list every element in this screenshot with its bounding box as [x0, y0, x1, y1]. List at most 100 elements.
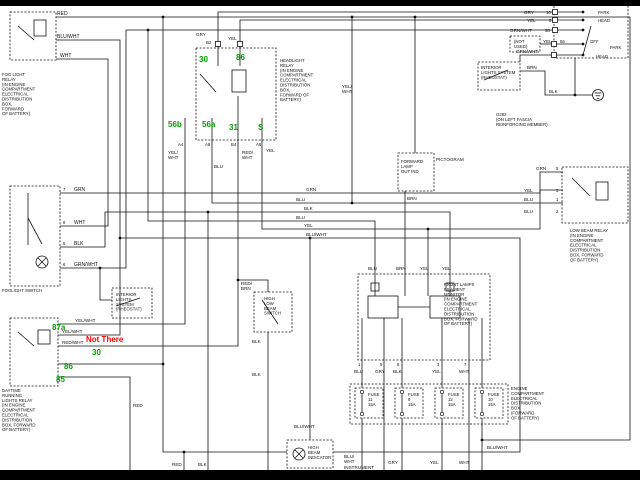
- wire-red-brn: [238, 279, 269, 292]
- wire-label: WHT: [459, 369, 470, 374]
- fuse-box-2: [394, 387, 424, 419]
- high-low-beam-switch-box: [253, 291, 293, 333]
- wire-label: RED: [57, 11, 68, 17]
- junction-dot: [581, 53, 585, 57]
- wire-label: GRN: [536, 166, 546, 171]
- fuse-terminal: [399, 389, 405, 395]
- relay-contact: [17, 331, 35, 347]
- wire-label: GRN: [306, 187, 316, 192]
- wire-label: YEL: [430, 460, 439, 465]
- wire-label: 8: [397, 362, 400, 367]
- headlight-relay-box: [195, 47, 277, 141]
- junction-dot: [426, 227, 430, 231]
- wire-label: WHT: [74, 220, 85, 226]
- ground-icon: [592, 89, 604, 101]
- wire-label: 3: [437, 362, 440, 367]
- annotation-30-b: 30: [92, 348, 101, 357]
- wire-label: YEL: [304, 223, 313, 228]
- relay-coil: [231, 69, 247, 93]
- wire-label: BLK: [549, 89, 559, 94]
- relay-contact: [199, 73, 217, 93]
- relay-coil: [33, 19, 47, 37]
- junction-dot: [413, 15, 417, 19]
- fuse-terminal: [479, 389, 485, 395]
- annotation-31: 31: [229, 123, 238, 132]
- wire-label: PARK: [598, 10, 610, 15]
- relay-contact: [17, 25, 35, 41]
- wire-label: GRY: [375, 369, 385, 374]
- wire-label: 1: [556, 197, 559, 202]
- wire-label: YEL/WHT: [75, 318, 96, 323]
- rheostat-arrow: [483, 69, 509, 81]
- wire-label: YEL/WHT: [62, 329, 83, 334]
- relay-coil: [367, 295, 399, 319]
- fuse-terminal: [359, 389, 365, 395]
- wire-blu-wht-bus: [120, 237, 521, 453]
- wire-yel-wht: [58, 140, 186, 325]
- wire-label: A6: [256, 142, 262, 147]
- wire-label: 5: [556, 166, 559, 171]
- relay-coil: [595, 181, 609, 201]
- annotation-87a: 87a: [52, 323, 66, 332]
- junction-dot: [206, 210, 210, 214]
- junction-dot: [98, 266, 102, 270]
- wire-rheostat-left: [99, 268, 112, 301]
- annotation-30: 30: [199, 55, 208, 64]
- wire-label: A4: [178, 142, 184, 147]
- rheostat-arrow: [115, 297, 141, 307]
- wire-label: BLK: [393, 369, 403, 374]
- wire-label: 5: [380, 362, 383, 367]
- interior-lights-rheostat-right-box: [477, 61, 521, 91]
- terminal-node: [552, 27, 558, 33]
- wire-label: YEL/WHT: [342, 84, 353, 94]
- wire-label: A8: [205, 142, 211, 147]
- engine-compartment-distribution-box: [349, 383, 509, 425]
- wire-label: BLK: [252, 339, 262, 344]
- wire-label: BLU/WHT: [306, 232, 327, 237]
- wire-label: BLU: [368, 266, 377, 271]
- junction-dot: [350, 201, 354, 205]
- wire-blu-2: [147, 30, 376, 296]
- switch-contact: [261, 299, 279, 325]
- fog-light-switch-box: [9, 185, 61, 287]
- wire-label: YEL: [527, 18, 536, 23]
- terminal-node: [551, 52, 557, 58]
- wire-label: RED/WHT: [62, 340, 84, 345]
- wire-label: GRN/WHT: [74, 262, 98, 268]
- wire-ground: [520, 70, 592, 96]
- annotation-S: S: [258, 123, 264, 132]
- wire-label: BLU: [524, 197, 533, 202]
- wire-label: GRY: [524, 10, 534, 15]
- annotation-85: 85: [56, 375, 65, 384]
- wire-label: PARK: [610, 45, 622, 50]
- wire-label: YEL: [432, 369, 441, 374]
- wire-label: BLU/WHT: [344, 454, 355, 464]
- lamp-icon: [35, 255, 49, 269]
- wire-label: YEL: [266, 148, 275, 153]
- annotation-not-there: Not There: [86, 335, 124, 344]
- terminal-node: [237, 41, 243, 47]
- wire-label: YEL: [543, 39, 552, 44]
- wire-85-down: [58, 376, 131, 470]
- fuse-terminal: [439, 411, 445, 417]
- wire-label: 8: [63, 220, 66, 225]
- low-beam-relay-box: [561, 166, 629, 224]
- wire-blk: [60, 211, 451, 296]
- wire-wht: [56, 58, 109, 227]
- junction-dot: [480, 438, 484, 442]
- wire-label: GRY: [196, 32, 206, 37]
- junction-dot: [182, 450, 186, 454]
- annotation-86: 86: [236, 53, 245, 62]
- wire-label: 7: [464, 362, 467, 367]
